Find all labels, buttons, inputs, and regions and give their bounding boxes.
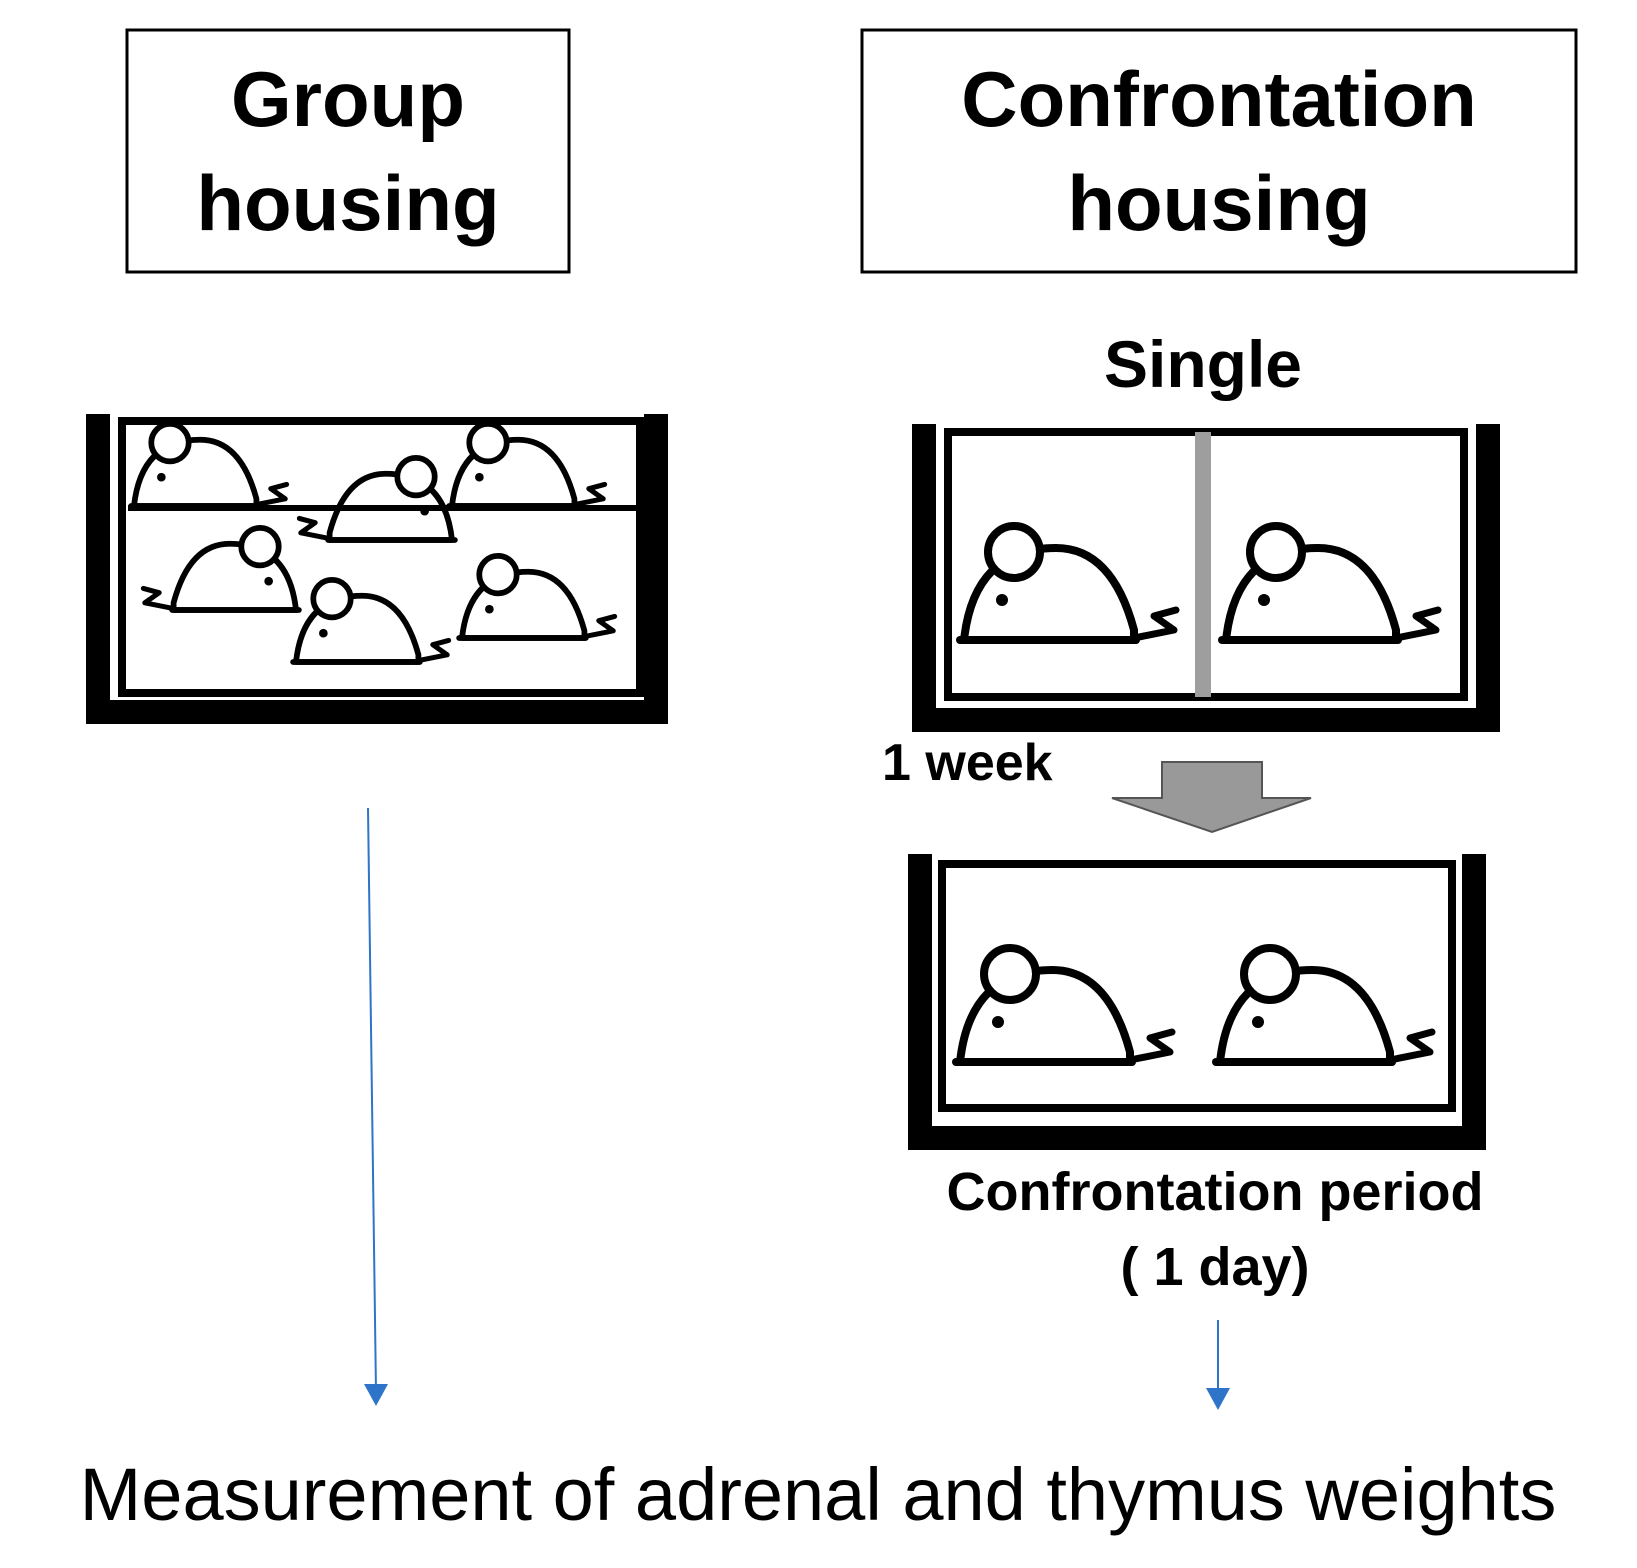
outcome-text: Measurement of adrenal and thymus weight… [80,1453,1557,1536]
single-label: Single [1104,327,1302,401]
group-housing-title-line1: Group [231,55,465,143]
single-cage [912,424,1500,732]
confrontation-flow-arrow [1206,1320,1230,1410]
confrontation-period-line2: ( 1 day) [1120,1237,1309,1297]
group-housing-title-line2: housing [196,159,499,247]
cage-icon [86,414,668,724]
cage-divider [1195,432,1211,697]
confrontation-housing-title-line1: Confrontation [961,55,1477,143]
confrontation-cage [908,854,1486,1150]
transition-arrow [1111,761,1312,834]
week-label: 1 week [882,734,1053,792]
group-flow-arrow [364,807,388,1406]
cage-icon [908,854,1486,1150]
confrontation-housing-title-line2: housing [1067,159,1370,247]
group-cage [86,414,668,724]
confrontation-housing-title-box: Confrontation housing [860,28,1578,274]
group-housing-title-box: Group housing [125,28,571,274]
confrontation-period-line1: Confrontation period [947,1162,1484,1222]
